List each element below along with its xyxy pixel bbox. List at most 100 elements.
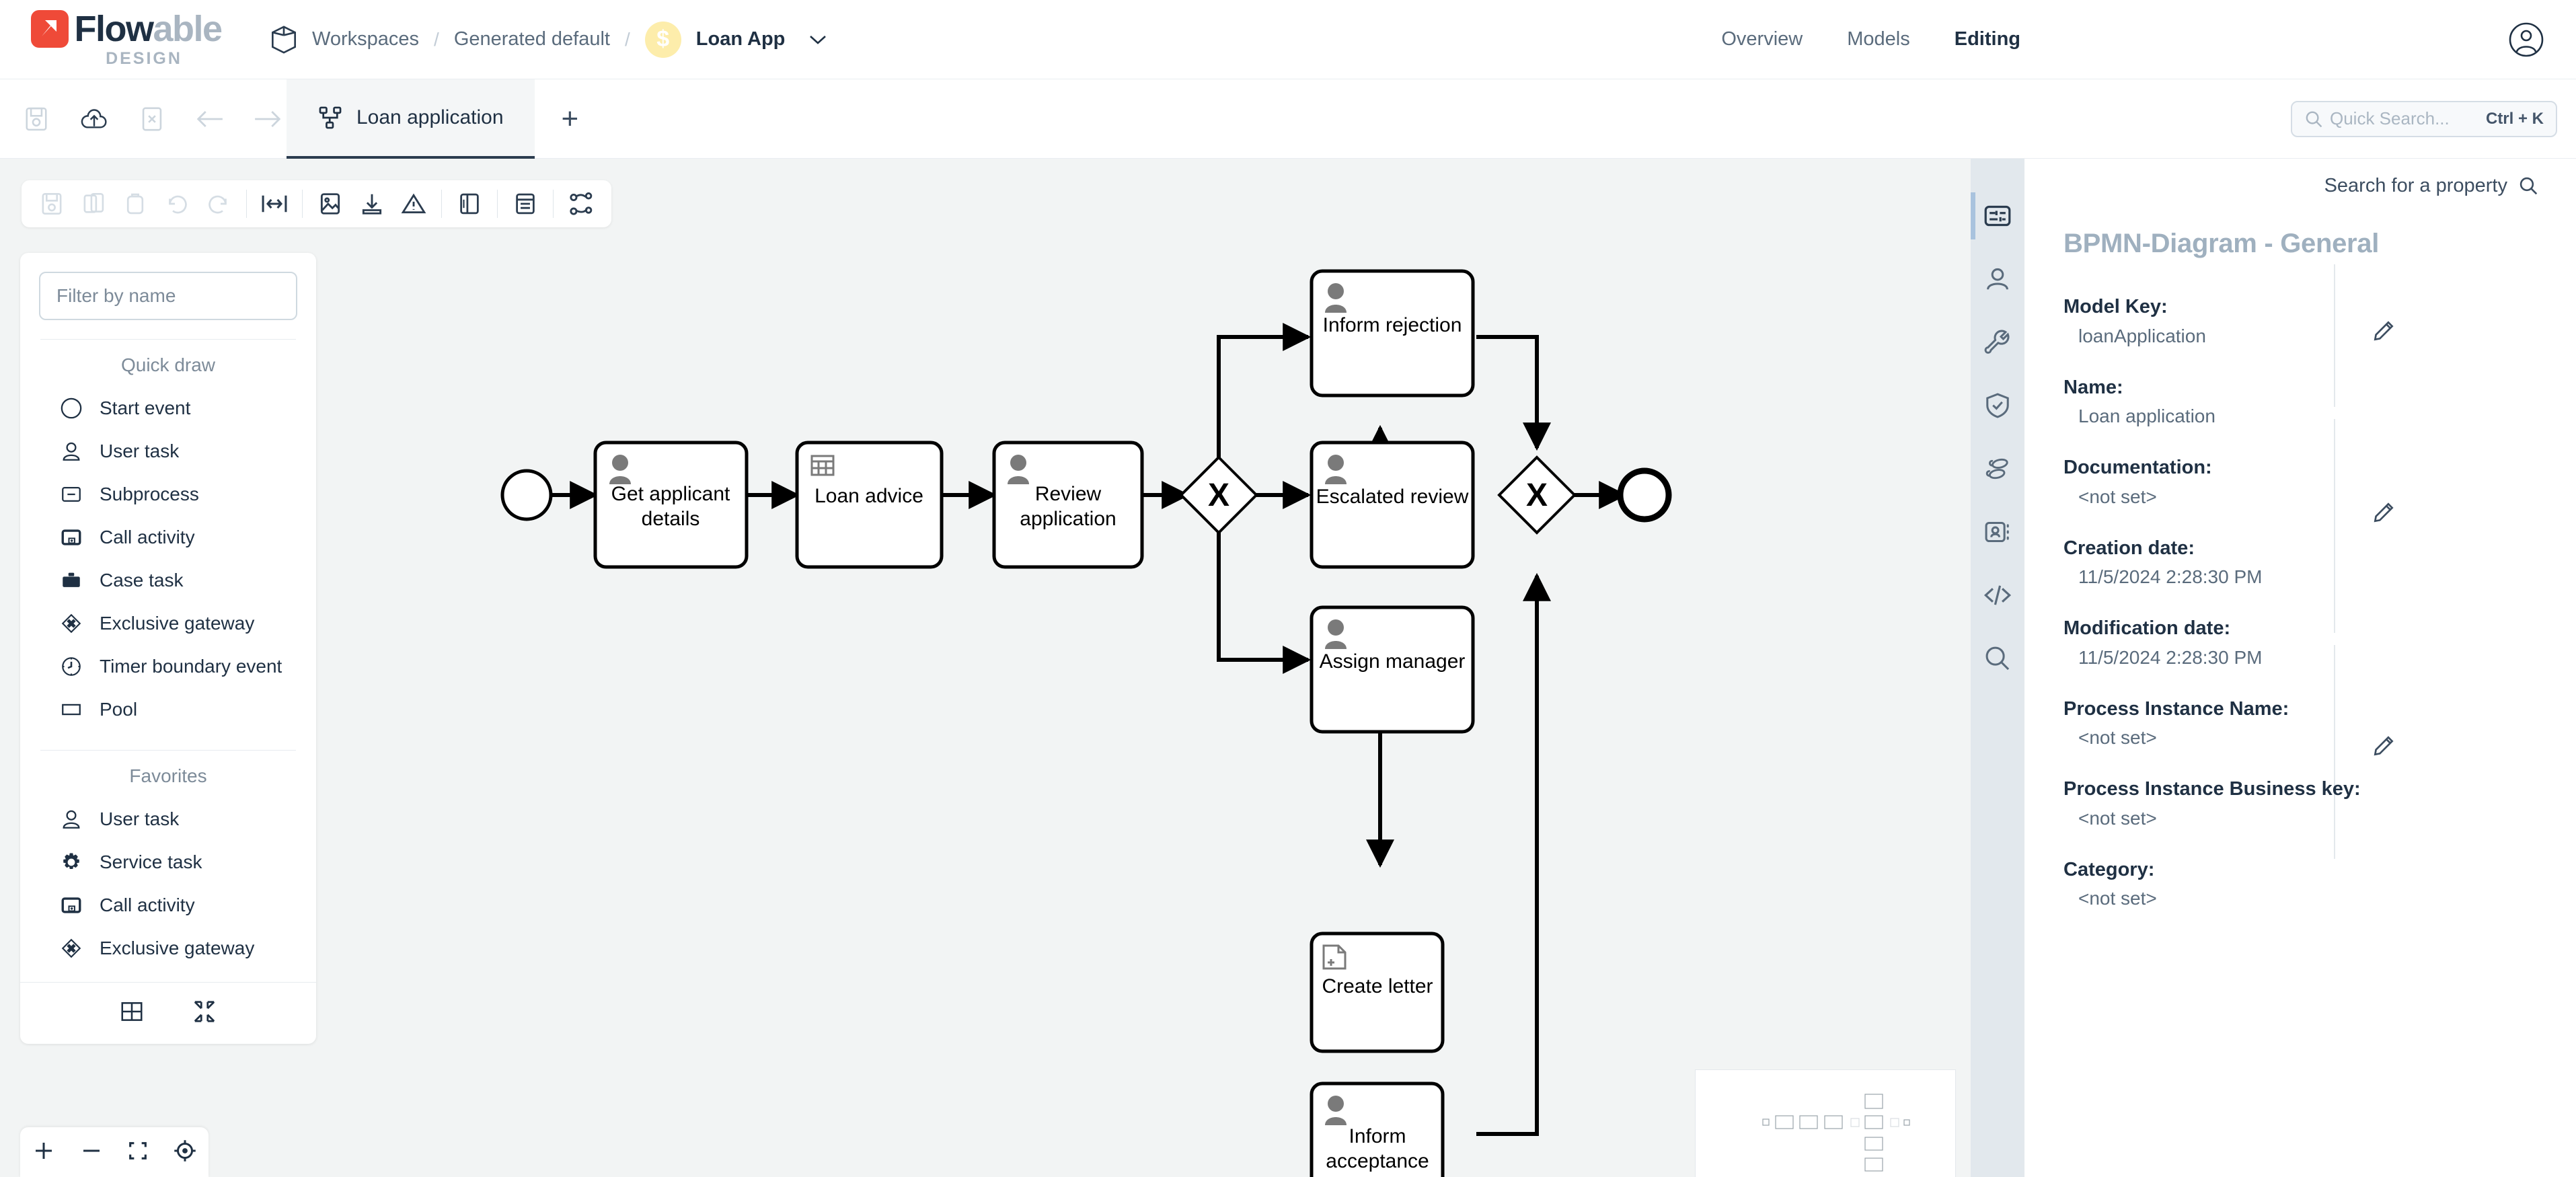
image-export-icon[interactable] — [309, 183, 351, 225]
node-escalated-review[interactable]: Escalated review — [1310, 441, 1475, 569]
start-event-icon — [58, 395, 85, 422]
property-label: Model Key: — [2063, 296, 2168, 317]
close-doc-icon[interactable] — [133, 100, 171, 138]
nav-overview[interactable]: Overview — [1721, 28, 1803, 50]
edit-pencil-icon[interactable] — [2371, 500, 2396, 525]
node-inform-rejection[interactable]: Inform rejection — [1310, 269, 1475, 397]
save-icon[interactable] — [17, 100, 55, 138]
nav-editing[interactable]: Editing — [1954, 28, 2020, 50]
arrow-right-icon[interactable] — [249, 100, 287, 138]
rail-code-icon[interactable] — [1971, 564, 2024, 627]
palette-item-pool[interactable]: Pool — [20, 688, 316, 731]
property-label: Process Instance Business key: — [2063, 778, 2361, 800]
breadcrumb-loan-app[interactable]: Loan App — [695, 28, 786, 50]
flow-path-icon[interactable] — [560, 183, 602, 225]
rail-person-icon[interactable] — [1971, 248, 2024, 311]
zoom-out-icon[interactable] — [79, 1139, 104, 1166]
property-value: <not set> — [2078, 807, 2157, 829]
edit-pencil-icon[interactable] — [2371, 733, 2396, 759]
redo-icon[interactable] — [198, 183, 239, 225]
rail-search-icon[interactable] — [1971, 627, 2024, 690]
breadcrumb-workspaces[interactable]: Workspaces — [312, 28, 420, 50]
element-palette: Filter by name Quick draw Start event Us… — [20, 253, 316, 1044]
grid-view-icon[interactable] — [119, 999, 145, 1028]
quick-search-input[interactable]: Quick Search... Ctrl + K — [2291, 100, 2557, 137]
collapse-icon[interactable] — [192, 999, 217, 1028]
fit-width-icon[interactable] — [254, 183, 295, 225]
node-start-event[interactable] — [500, 469, 553, 521]
user-task-icon — [1325, 283, 1347, 313]
field-divider — [2334, 419, 2335, 633]
center-target-icon[interactable] — [173, 1139, 197, 1166]
palette-item-timer-boundary-event[interactable]: Timer boundary event — [20, 645, 316, 688]
property-search-label: Search for a property — [2324, 174, 2507, 196]
svg-text:application: application — [1020, 508, 1116, 530]
user-task-icon — [58, 806, 85, 833]
zoom-in-icon[interactable] — [32, 1139, 56, 1166]
rail-footsteps-icon[interactable] — [1971, 437, 2024, 500]
palette-item-exclusive-gateway[interactable]: Exclusive gateway — [20, 602, 316, 645]
property-value: <not set> — [2078, 888, 2157, 909]
favorites-title: Favorites — [129, 765, 207, 786]
fit-screen-icon[interactable] — [126, 1139, 149, 1166]
node-review-application[interactable]: Review application — [992, 441, 1144, 569]
breadcrumb-generated-default[interactable]: Generated default — [453, 28, 610, 50]
property-creation-date: Creation date: 11/5/2024 2:28:30 PM — [2063, 534, 2576, 592]
validation-warning-icon[interactable] — [393, 183, 434, 225]
rail-contact-card-icon[interactable] — [1971, 500, 2024, 564]
bpmn-diagram[interactable]: Get applicant details Loan advice — [0, 159, 1971, 1177]
copy-icon[interactable] — [73, 183, 114, 225]
property-search[interactable]: Search for a property — [2024, 159, 2576, 213]
node-end-event[interactable] — [1617, 467, 1672, 523]
favorite-item-call-activity[interactable]: Call activity — [20, 884, 316, 927]
palette-item-call-activity[interactable]: Call activity — [20, 516, 316, 559]
toggle-panel-icon[interactable] — [449, 183, 490, 225]
save-icon[interactable] — [31, 183, 73, 225]
bpmn-canvas[interactable]: Get applicant details Loan advice — [0, 159, 1971, 1177]
favorite-item-service-task[interactable]: Service task — [20, 841, 316, 884]
rail-properties-sliders-icon[interactable] — [1971, 184, 2024, 248]
tab-loan-application[interactable]: Loan application — [287, 79, 535, 159]
user-avatar-icon[interactable] — [2509, 22, 2544, 57]
toolbar-separator — [246, 190, 247, 218]
flowable-logo[interactable]: Flowable DESIGN — [26, 10, 227, 69]
user-task-icon — [1325, 1096, 1347, 1125]
node-create-letter[interactable]: Create letter — [1310, 932, 1445, 1053]
palette-item-start-event[interactable]: Start event — [20, 387, 316, 430]
script-task-icon — [1322, 944, 1347, 970]
node-inform-acceptance[interactable]: Inform acceptance — [1310, 1081, 1445, 1177]
node-exclusive-gateway-1[interactable]: X — [1179, 455, 1258, 535]
diagram-minimap[interactable] — [1695, 1069, 1956, 1177]
chevron-down-icon[interactable] — [808, 33, 828, 46]
edit-pencil-icon[interactable] — [2371, 318, 2396, 344]
subprocess-icon — [58, 481, 85, 508]
download-icon[interactable] — [351, 183, 393, 225]
zoom-controls — [20, 1127, 209, 1177]
filter-by-name-input[interactable]: Filter by name — [39, 272, 297, 320]
cloud-upload-icon[interactable] — [75, 100, 113, 138]
palette-item-subprocess[interactable]: Subprocess — [20, 473, 316, 516]
svg-text:Get applicant: Get applicant — [611, 483, 730, 505]
property-label: Category: — [2063, 858, 2155, 880]
add-tab-button[interactable]: + — [561, 102, 579, 135]
node-exclusive-gateway-2[interactable]: X — [1497, 455, 1577, 535]
node-assign-manager[interactable]: Assign manager — [1310, 605, 1475, 734]
property-value: <not set> — [2078, 486, 2157, 507]
node-loan-advice[interactable]: Loan advice — [795, 441, 944, 569]
nav-models[interactable]: Models — [1847, 28, 1910, 50]
paste-icon[interactable] — [114, 183, 156, 225]
search-icon[interactable] — [2518, 176, 2538, 196]
timer-boundary-event-icon — [58, 653, 85, 680]
node-get-applicant-details[interactable]: Get applicant details — [593, 441, 749, 569]
palette-item-user-task[interactable]: User task — [20, 430, 316, 473]
rail-shield-check-icon[interactable] — [1971, 374, 2024, 437]
rail-wrench-icon[interactable] — [1971, 311, 2024, 374]
favorite-item-exclusive-gateway[interactable]: Exclusive gateway — [20, 927, 316, 970]
favorite-item-user-task[interactable]: User task — [20, 798, 316, 841]
form-layout-icon[interactable] — [504, 183, 546, 225]
palette-item-case-task[interactable]: Case task — [20, 559, 316, 602]
arrow-left-icon[interactable] — [191, 100, 229, 138]
undo-icon[interactable] — [156, 183, 198, 225]
palette-item-label: Call activity — [100, 895, 195, 915]
